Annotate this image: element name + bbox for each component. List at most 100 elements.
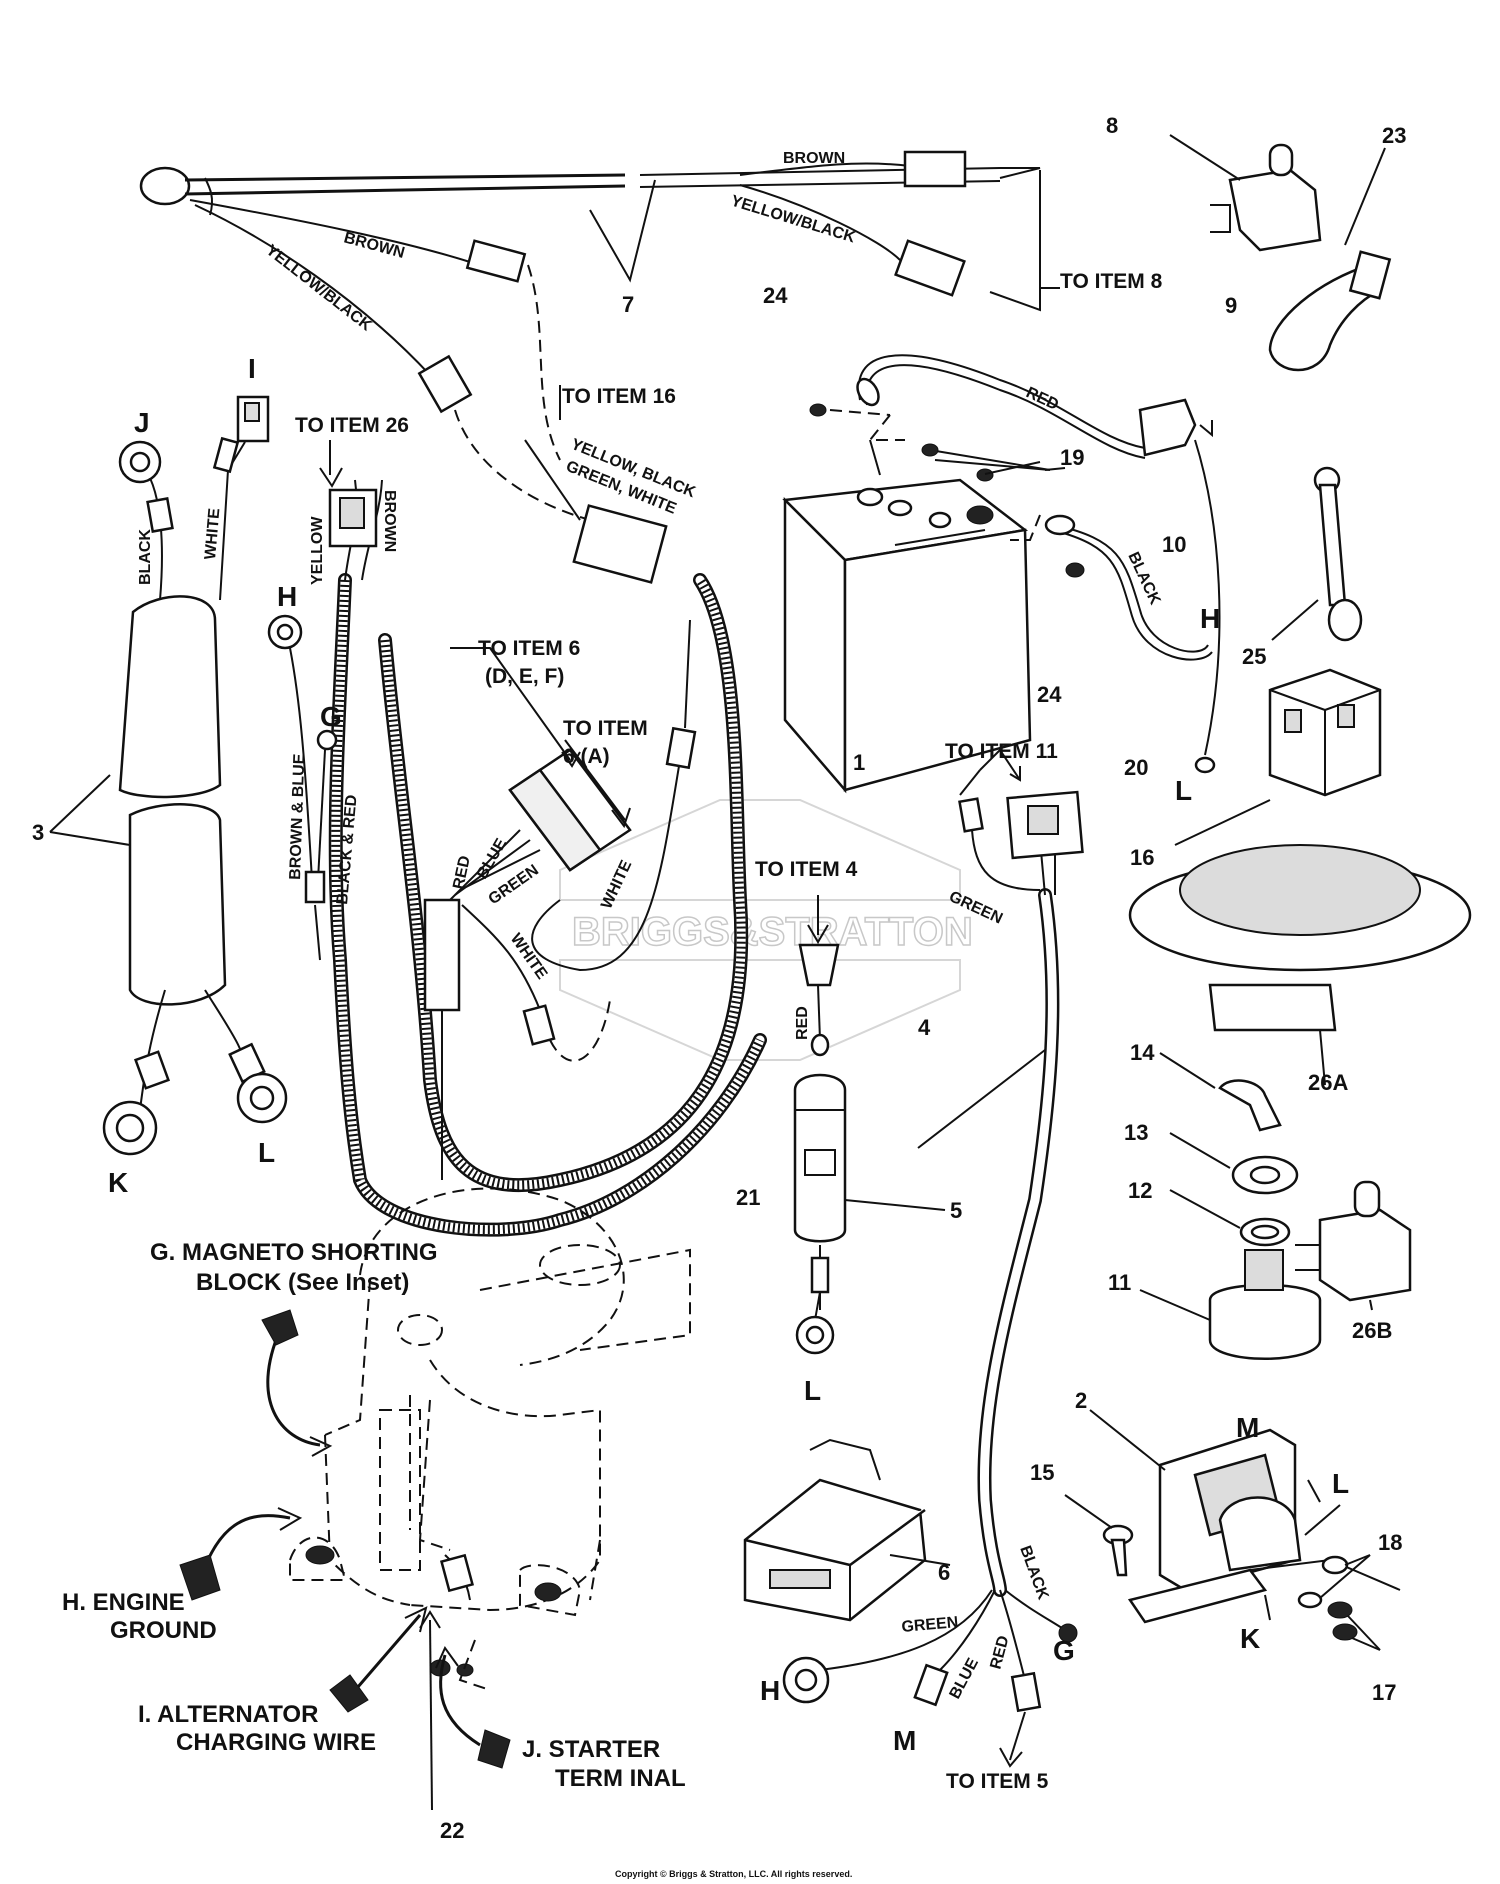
letter-l-left: L xyxy=(258,1137,275,1168)
leader-l-bracket xyxy=(1304,1504,1341,1536)
wire-label-brown-item-26: BROWN xyxy=(381,490,398,552)
watermark-text: BRIGGS&STRATTON xyxy=(572,910,973,954)
letter-m-item-4: M xyxy=(893,1725,916,1756)
letter-l-fuse: L xyxy=(804,1375,821,1406)
fuse-item-5 xyxy=(793,895,946,1355)
wire-label-yellow-black-left: YELLOW/BLACK xyxy=(263,242,375,335)
harness-conduit-item-21 xyxy=(328,479,767,1237)
wire-label-black-item-4: BLACK xyxy=(1016,1544,1051,1603)
wire-label-red-battery: RED xyxy=(1023,384,1061,414)
wire-label-yellow: YELLOW xyxy=(309,516,326,585)
part-number-1: 1 xyxy=(853,750,865,775)
callout-h-line1: H. ENGINE xyxy=(62,1589,185,1616)
part-number-8: 8 xyxy=(1106,113,1118,138)
clamp-item-23 xyxy=(1268,147,1392,372)
link-item-25 xyxy=(1271,466,1363,642)
part-number-11: 11 xyxy=(1108,1270,1131,1295)
callout-g-line1: G. MAGNETO SHORTING xyxy=(150,1239,438,1266)
nuts-item-17 xyxy=(1327,1601,1381,1651)
washer-item-12 xyxy=(1169,1189,1291,1247)
cables-item-3 xyxy=(49,395,288,1156)
bracket-item-2 xyxy=(1089,1409,1401,1624)
part-number-14: 14 xyxy=(1130,1040,1155,1065)
connector-to-item-6-def xyxy=(450,647,632,872)
connector-to-item-16 xyxy=(524,385,668,584)
letter-h-item-4: H xyxy=(760,1675,780,1706)
wire-label-brown-top: BROWN xyxy=(783,150,845,167)
part-number-19: 19 xyxy=(1060,445,1084,470)
part-number-23: 23 xyxy=(1382,123,1406,148)
letter-k-left: K xyxy=(108,1167,128,1198)
connector-item-6 xyxy=(743,1438,951,1622)
part-number-10: 10 xyxy=(1162,532,1186,557)
letter-k-bracket: K xyxy=(1240,1623,1260,1654)
battery-item-1 xyxy=(782,439,1032,794)
label-to-item-11: TO ITEM 11 xyxy=(945,740,1058,763)
part-number-5: 5 xyxy=(950,1198,962,1223)
part-number-3: 3 xyxy=(32,820,44,845)
relay-item-16 xyxy=(1174,668,1382,846)
letter-h-left: H xyxy=(277,581,297,612)
letter-i: I xyxy=(248,353,256,384)
part-number-6: 6 xyxy=(938,1560,950,1585)
callout-j-line2: TERM INAL xyxy=(555,1765,686,1792)
harness-item-4 xyxy=(782,748,1084,1768)
letter-j: J xyxy=(134,407,150,438)
copyright-notice: Copyright © Briggs & Stratton, LLC. All … xyxy=(615,1869,852,1879)
item-7-leader xyxy=(589,179,656,283)
nut-item-13 xyxy=(1169,1132,1299,1195)
washers-item-18 xyxy=(1297,1554,1371,1609)
wire-label-red-item-4: RED xyxy=(987,1634,1012,1671)
battery-cables xyxy=(809,354,1221,774)
switch-item-26b xyxy=(1295,1180,1412,1311)
part-number-25: 25 xyxy=(1242,644,1266,669)
part-number-15: 15 xyxy=(1030,1460,1054,1485)
leader-m-bracket xyxy=(1307,1479,1321,1503)
leads-h-g xyxy=(267,614,338,961)
wire-label-yellow-black-top: YELLOW/BLACK xyxy=(729,193,858,247)
letter-h-battery: H xyxy=(1200,603,1220,634)
letter-g-left: G xyxy=(320,701,342,732)
key-item-14 xyxy=(1159,1052,1282,1132)
label-to-item-6-a: TO ITEM xyxy=(563,717,648,740)
part-number-13: 13 xyxy=(1124,1120,1148,1145)
leader-k-bracket xyxy=(1264,1594,1271,1621)
part-number-21: 21 xyxy=(736,1185,760,1210)
watermark: BRIGGS&STRATTON xyxy=(559,799,974,1061)
part-number-26b: 26B xyxy=(1352,1318,1392,1343)
connector-to-item-26 xyxy=(319,440,378,548)
callout-i-line1: I. ALTERNATOR xyxy=(138,1701,318,1728)
label-to-item-6-a-sub: 6 (A) xyxy=(563,745,610,768)
part-number-12: 12 xyxy=(1128,1178,1152,1203)
engine-outline xyxy=(289,1187,691,1691)
letter-m-bracket: M xyxy=(1236,1412,1259,1443)
engine-callout-arrows xyxy=(179,1309,511,1811)
part-number-24-bottom: 24 xyxy=(1037,682,1062,707)
callout-h-line2: GROUND xyxy=(110,1617,217,1644)
part-number-16: 16 xyxy=(1130,845,1154,870)
part-number-2: 2 xyxy=(1075,1388,1087,1413)
callout-g-line2: BLOCK (See Inset) xyxy=(196,1269,409,1296)
label-to-item-5: TO ITEM 5 xyxy=(946,1770,1049,1793)
part-number-24-top: 24 xyxy=(763,283,788,308)
part-number-9: 9 xyxy=(1225,293,1237,318)
ignition-switch-item-11 xyxy=(1139,1249,1322,1360)
wire-label-white-item-3: WHITE xyxy=(202,507,223,560)
part-number-22: 22 xyxy=(440,1818,464,1843)
harness-item-7 xyxy=(139,150,1060,521)
label-to-item-6-def: TO ITEM 6 xyxy=(478,637,580,660)
part-number-18: 18 xyxy=(1378,1530,1402,1555)
part-number-26a: 26A xyxy=(1308,1070,1348,1095)
wire-label-white-lower: WHITE xyxy=(507,931,551,983)
wire-label-red-item-21: RED xyxy=(450,854,474,891)
label-to-item-8: TO ITEM 8 xyxy=(1060,270,1163,293)
part-number-4: 4 xyxy=(918,1015,931,1040)
letter-l-battery: L xyxy=(1175,775,1192,806)
wire-label-green-item-4-lower: GREEN xyxy=(901,1614,959,1636)
label-to-item-16: TO ITEM 16 xyxy=(562,385,676,408)
label-to-item-4: TO ITEM 4 xyxy=(755,858,858,881)
wire-label-black-item-3: BLACK xyxy=(137,529,154,585)
part-number-7: 7 xyxy=(622,292,634,317)
callout-j-line1: J. STARTER xyxy=(522,1736,660,1763)
